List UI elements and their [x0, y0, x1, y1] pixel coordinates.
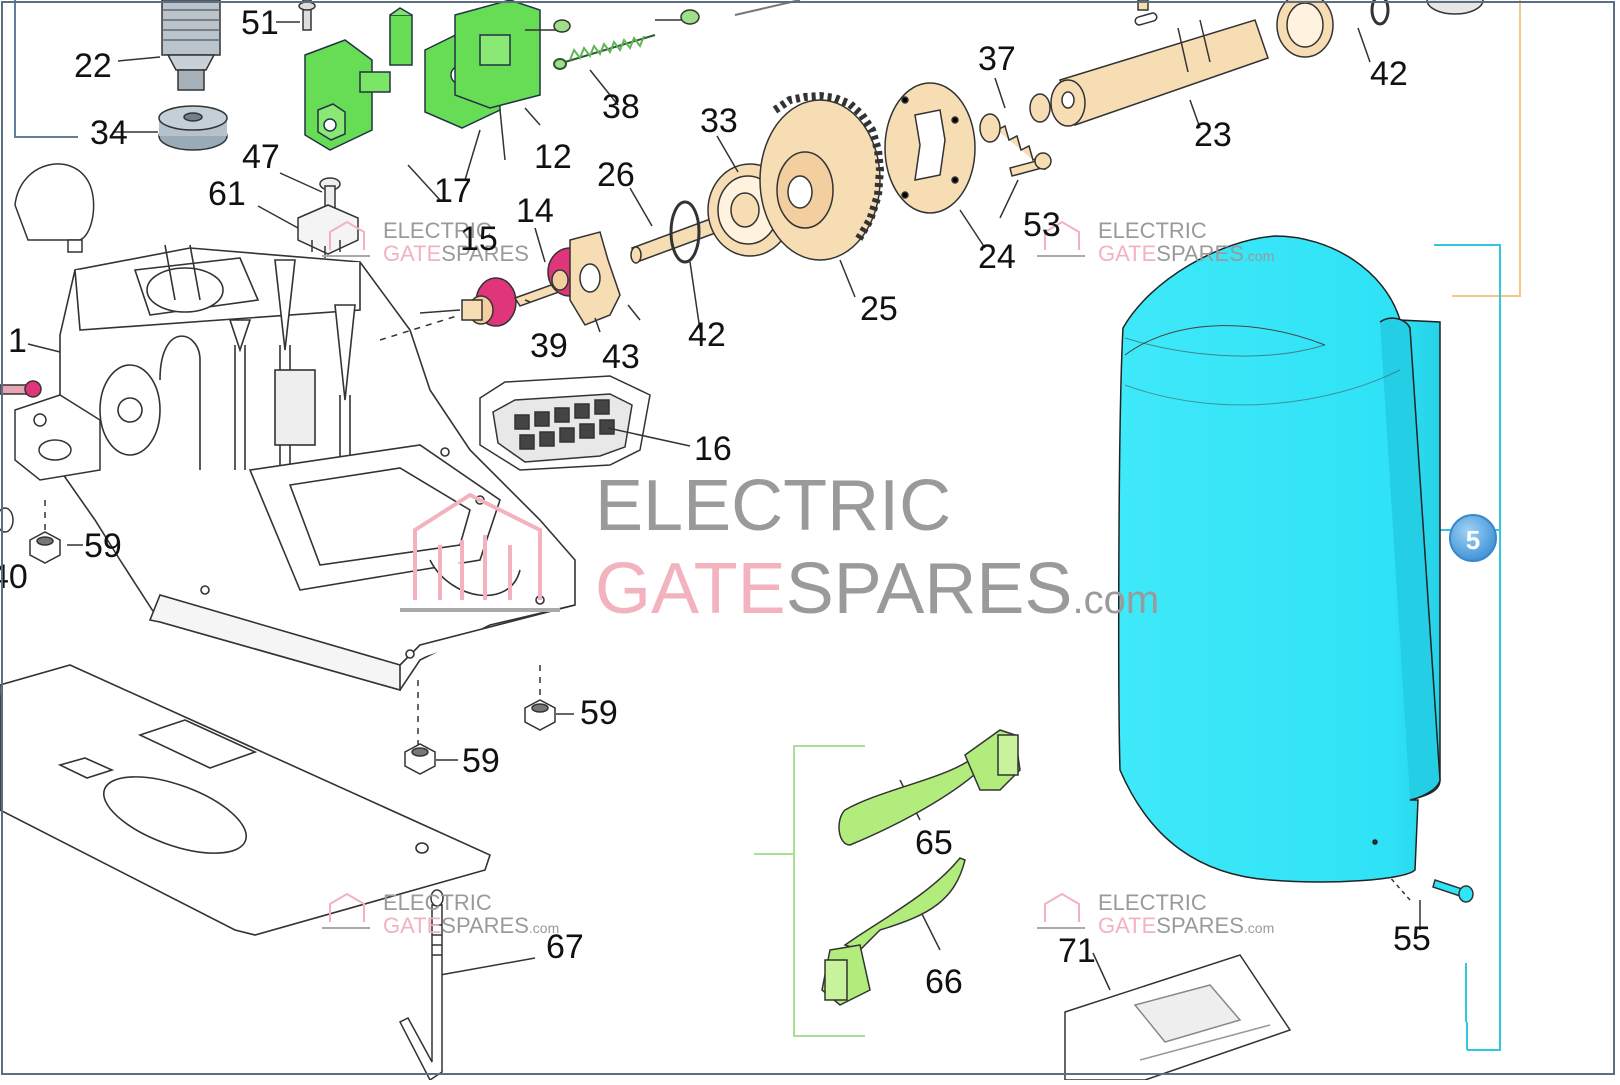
part-43-plate	[569, 231, 621, 326]
label-59-a: 59	[84, 527, 122, 565]
top-screws	[525, 9, 700, 33]
label-59-c: 59	[462, 742, 500, 780]
label-23: 23	[1194, 116, 1232, 154]
part-71-manual	[1064, 954, 1292, 1081]
part-labels: 22 34 51 47 61 1 17 12 38 14 15 39 43 26…	[0, 4, 1431, 1001]
nut-59-c	[404, 743, 436, 775]
watermark-line1: ELECTRIC	[383, 218, 492, 243]
label-71: 71	[1058, 932, 1096, 970]
part-15-coupling	[461, 277, 517, 327]
watermark-line1: ELECTRIC	[1098, 218, 1207, 243]
label-25: 25	[860, 290, 898, 328]
part-13-board	[304, 39, 391, 151]
part-22-motor	[161, 0, 221, 91]
part-53-screw	[1009, 152, 1052, 177]
nut-59-b	[524, 699, 556, 731]
part-5-cover	[1118, 235, 1441, 883]
label-55: 55	[1393, 920, 1431, 958]
watermark-line2: GATESPARES	[383, 241, 529, 266]
label-42-b: 42	[1370, 55, 1408, 93]
watermark-line1: ELECTRIC	[595, 466, 951, 546]
watermark-bottom-right: ELECTRIC GATESPARES.com	[1037, 890, 1274, 938]
watermark-line1: ELECTRIC	[1098, 890, 1207, 915]
label-24: 24	[978, 238, 1016, 276]
badge-5	[1449, 514, 1497, 562]
watermark-line2: GATESPARES.com	[1098, 913, 1274, 938]
part-24-plate	[884, 82, 976, 214]
part-34-washer	[158, 105, 228, 151]
label-33: 33	[700, 102, 738, 140]
watermark-line2: GATESPARES.com	[595, 549, 1159, 629]
label-14: 14	[516, 192, 554, 230]
label-39: 39	[530, 327, 568, 365]
label-43: 43	[602, 338, 640, 376]
label-1: 1	[8, 322, 27, 360]
label-22: 22	[74, 47, 112, 85]
part-25-gear	[759, 91, 885, 261]
part-mount-flange	[14, 394, 101, 481]
label-59-b: 59	[580, 694, 618, 732]
part-47-screw	[319, 177, 341, 211]
nut-59-a	[29, 531, 61, 564]
part-23-shaft	[1050, 12, 1269, 127]
watermark-line1: ELECTRIC	[383, 890, 492, 915]
label-38: 38	[602, 88, 640, 126]
badge-5-label: 5	[1466, 525, 1480, 555]
watermark-center: ELECTRIC GATESPARES.com	[400, 466, 1159, 629]
label-66: 66	[925, 963, 963, 1001]
part-42-ring-right	[1137, 0, 1484, 58]
label-34: 34	[90, 114, 128, 152]
part-67-bolt	[398, 889, 444, 1082]
watermark-bottom-left: ELECTRIC GATESPARES.com	[322, 890, 559, 938]
leader-lines	[27, 21, 1421, 991]
label-42-a: 42	[688, 316, 726, 354]
label-37: 37	[978, 40, 1016, 78]
part-65-lever	[838, 729, 1021, 846]
cap-knob	[14, 163, 95, 253]
watermark-top-right: ELECTRIC GATESPARES.com	[1037, 218, 1274, 266]
part-38-spring	[553, 34, 656, 70]
base-plate	[0, 664, 491, 936]
part-1-base-housing	[59, 244, 576, 692]
left-screw	[0, 380, 42, 398]
part-55-screw	[1432, 879, 1474, 903]
part-16-grille	[479, 375, 651, 471]
label-65: 65	[915, 824, 953, 862]
label-40: 40	[0, 558, 28, 596]
part-12-board	[454, 0, 541, 109]
label-67: 67	[546, 928, 584, 966]
label-26: 26	[597, 156, 635, 194]
label-53: 53	[1023, 206, 1061, 244]
part-66-lever	[821, 857, 966, 1006]
label-61: 61	[208, 175, 246, 213]
part-61-bridge	[297, 204, 359, 258]
part-42-clip	[669, 200, 701, 264]
part-51-screw	[298, 0, 316, 31]
watermark-line2: GATESPARES.com	[1098, 241, 1274, 266]
label-16: 16	[694, 430, 732, 468]
label-15: 15	[460, 220, 498, 258]
label-12: 12	[534, 138, 572, 176]
label-51: 51	[241, 4, 279, 42]
watermark-line2: GATESPARES.com	[383, 913, 559, 938]
label-47: 47	[242, 138, 280, 176]
watermark-top-left: ELECTRIC GATESPARES	[322, 218, 529, 266]
label-17: 17	[434, 172, 472, 210]
part-40-washer	[0, 507, 14, 533]
